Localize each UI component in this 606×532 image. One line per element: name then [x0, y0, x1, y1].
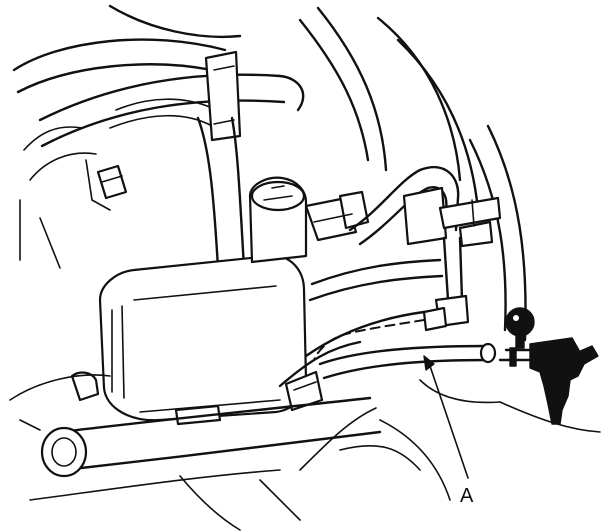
evap-canister	[98, 254, 308, 426]
hose-clip	[96, 164, 128, 200]
callout-a: A	[423, 355, 474, 507]
lower-structure	[9, 374, 601, 531]
vacuum-hose	[284, 342, 497, 412]
solenoid-connector	[304, 190, 370, 242]
background-frame	[12, 4, 527, 342]
purge-solenoid	[248, 176, 308, 264]
lower-hoses	[278, 258, 444, 388]
callout-a-label: A	[460, 485, 474, 507]
lower-pipe	[40, 371, 382, 478]
right-vertical-hose	[422, 236, 470, 332]
upper-right-hoses	[348, 165, 502, 248]
vacuum-pump-gauge	[498, 307, 599, 425]
